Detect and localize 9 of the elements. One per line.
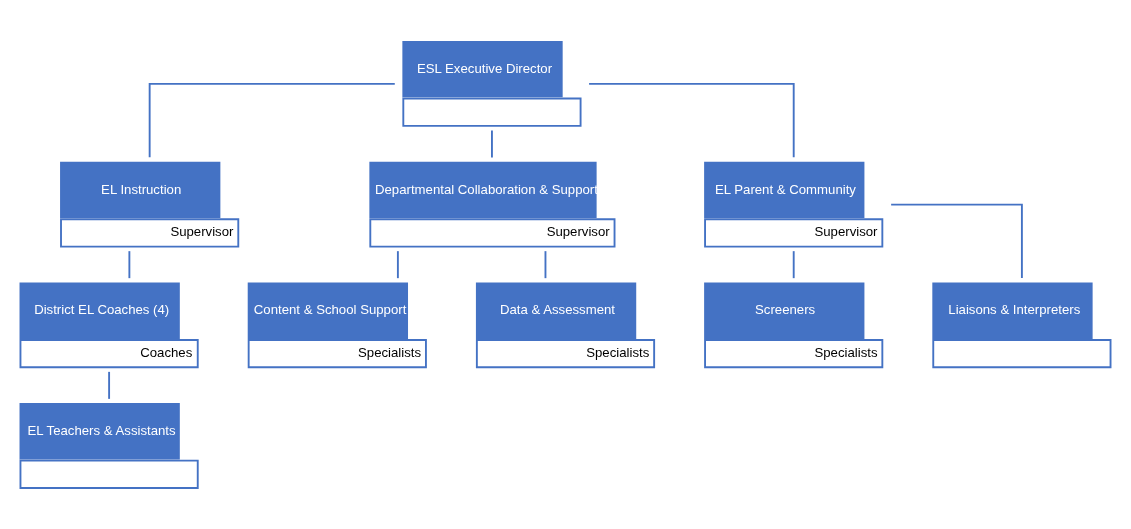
connector — [588, 82, 795, 159]
connector — [128, 250, 131, 280]
connector — [108, 370, 111, 400]
connector — [890, 203, 1023, 279]
connector — [544, 250, 547, 280]
connector — [148, 82, 396, 159]
connector — [491, 129, 493, 159]
connector — [792, 250, 795, 280]
connector — [396, 250, 399, 280]
